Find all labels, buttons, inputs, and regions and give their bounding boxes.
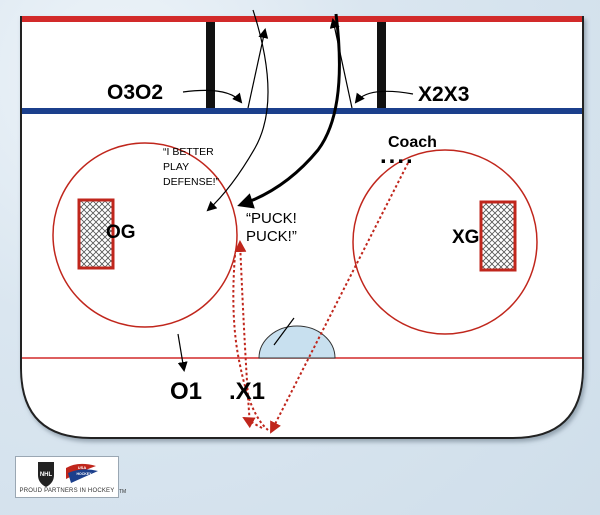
partner-logos: NHL USA HOCKEY [38, 462, 98, 487]
label-o1: O1 [170, 378, 202, 405]
backcheck-bold-arrow [237, 13, 341, 209]
o3o2-curve-arrow [182, 89, 243, 104]
quote-line-1: “I BETTER [163, 146, 214, 158]
hockey-logo-text: HOCKEY [77, 472, 93, 476]
label-xg: XG [452, 227, 479, 248]
label-x2x3: X2X3 [418, 83, 469, 106]
x2x3-curve-arrow [354, 90, 414, 104]
crease-small-arrow [273, 317, 295, 346]
puck-line-1: “PUCK! [246, 210, 297, 227]
rink-surface [20, 16, 584, 439]
usa-logo-text: USA [78, 465, 87, 470]
blue-line [22, 108, 582, 114]
partner-tagline: PROUD PARTNERS IN HOCKEY [19, 488, 115, 494]
coach-pass-path [270, 162, 409, 434]
right-faceoff-circle [352, 149, 538, 335]
label-x1: .X1 [229, 378, 265, 405]
o1-small-arrow [177, 333, 188, 372]
x1-return-arrow [242, 417, 263, 429]
left-net [77, 198, 115, 270]
left-pylon [206, 22, 215, 108]
center-red-line [22, 16, 582, 22]
puck-line-2: PUCK!” [246, 228, 297, 245]
quote-line-3: DEFENSE!” [163, 176, 220, 188]
goal-crease [258, 325, 336, 359]
x1-skate-left-path [232, 254, 269, 431]
right-forward-up-arrow [329, 18, 353, 109]
left-faceoff-circle [52, 142, 238, 328]
coach-dots: .... [380, 142, 415, 169]
label-o3o2: O3O2 [107, 81, 163, 104]
nhl-shield-icon: NHL [38, 462, 54, 487]
right-pylon [377, 22, 386, 108]
x1-skate-up-path [234, 240, 251, 426]
quote-line-2: PLAY [163, 161, 189, 173]
usa-hockey-icon: USA HOCKEY [66, 463, 98, 483]
label-og: OG [106, 222, 136, 243]
trademark-mark: TM [119, 489, 127, 495]
left-forward-curve-arrow [206, 9, 269, 212]
right-net [479, 200, 517, 272]
nhl-logo-text: NHL [40, 472, 53, 478]
partner-logo-box: NHL USA HOCKEY PROUD PARTNERS IN HOCKEY [15, 456, 119, 498]
label-coach: Coach [388, 134, 437, 151]
